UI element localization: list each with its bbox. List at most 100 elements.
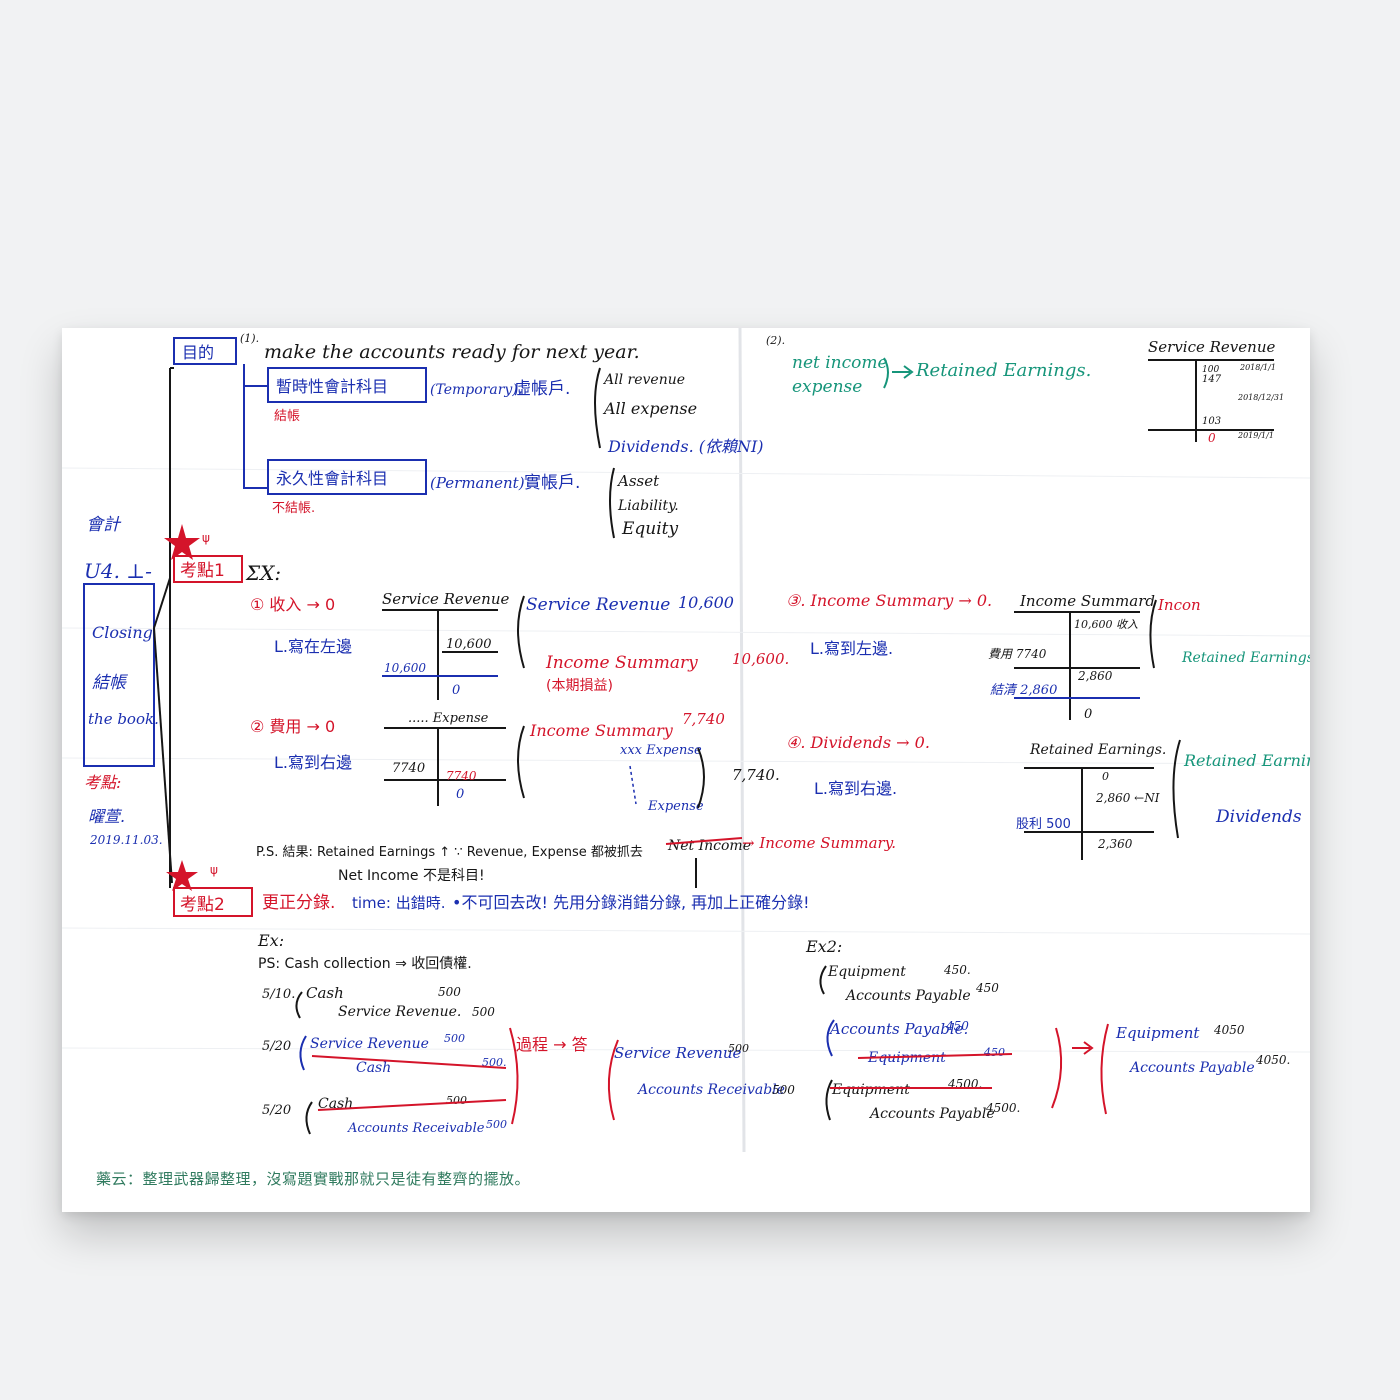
step2-t-title: ..... Expense [408,711,489,726]
sr-entry: 2019/1/1 [1237,431,1274,440]
sr-entry: 2018/12/31 [1237,393,1284,402]
step4-t-value: 2,860 ←NI [1095,791,1160,805]
star-mark: ψ [210,863,218,877]
sr-t-title: Service Revenue [1148,338,1275,356]
star-icon [166,860,198,891]
ex1-e1-credit: Service Revenue. [338,1004,461,1020]
temporary-box [267,367,427,403]
unit-label: U4. ⊥- [84,559,152,583]
star-mark: ψ [202,531,210,545]
step3-t-value: 結清 2,860 [990,683,1057,698]
step3-entry-credit: Retained Earnings [1181,650,1310,666]
step4-entry-debit: Retained Earning [1183,751,1310,770]
step2-sub: L.寫到右邊 [274,753,352,772]
purpose-label: 目的 [182,343,214,362]
purpose-num: (1). [240,332,259,345]
step1-entry-note: (本期損益) [546,678,613,694]
right-top-section: (2). net income expense Retained Earning… [766,334,1284,445]
ex2-e1-credit-amt: 450 [975,981,999,995]
ex2-e1-credit: Accounts Payable [844,988,971,1004]
ex1-e1-credit-amt: 500 [472,1005,495,1019]
step4-t-value: 2,360 [1097,837,1133,851]
temporary-title: 暫時性會計科目 [276,377,388,396]
author: 曜萱. [88,807,125,826]
ex1-e3-credit: Accounts Receivable [347,1121,485,1136]
ex1-e3-debit-amt: 500 [446,1094,467,1107]
ex1-e1-debit-amt: 500 [438,985,461,999]
step4-head: ④. Dividends → 0. [786,733,930,752]
ex2-e1-debit-amt: 450. [943,963,971,977]
kp2-headline: 更正分錄. [262,893,335,913]
notebook-photo: 會計 U4. ⊥- Closing 結帳 the book. 考點: 曜萱. 2… [62,328,1310,1212]
ex2-answer-credit-amt: 4050. [1255,1053,1290,1067]
kp1-label: 考點1 [180,561,225,581]
ex1-d3: 5/20 [262,1103,291,1118]
step2-entry-debit: Income Summary [529,721,674,740]
step1-t-title: Service Revenue [382,590,509,608]
step2-entry-credit: xxx Expense [620,743,702,758]
ex1-answer-credit-amt: 500 [772,1083,795,1097]
ex1-answer-credit: Accounts Receivable [636,1082,785,1098]
ex2-e1-debit: Equipment [827,964,906,980]
step1-entry-credit: Income Summary [545,653,698,673]
handwritten-notes: 會計 U4. ⊥- Closing 結帳 the book. 考點: 曜萱. 2… [62,328,1310,1152]
temporary-note: 結帳 [274,409,300,424]
sr-entry: 2018/1/1 [1239,363,1276,372]
ex1-ps: PS: Cash collection ⇒ 收回債權. [258,956,472,972]
ex1-e3-credit-amt: 500 [486,1118,507,1131]
step2-entry-expense: Expense [647,799,704,814]
step3-entry-debit: Incon [1157,596,1201,614]
step1-entry-debit-amt: 10,600 [678,593,734,612]
permanent-box [267,459,427,495]
temp-item-dividends: Dividends. (依賴NI) [607,437,764,456]
step4-entry-credit: Dividends [1215,807,1302,827]
key-point-2: ψ 考點2 更正分錄. time: 出錯時. •不可回去改! 先用分錄消錯分錄,… [166,860,1290,1136]
flow-target: Retained Earnings. [915,360,1091,381]
ex2-e3-debit: Equipment [831,1082,910,1098]
ex1-e2-credit: Cash [356,1060,391,1076]
ex1-d1: 5/10. [262,987,295,1002]
ex1-e2-credit-amt: 500. [482,1056,507,1069]
closing-box [83,583,155,767]
step2-t-value: 0 [456,787,464,802]
step1-t-value: 0 [452,683,460,698]
closing-line-3: the book. [88,710,159,728]
ps-target: → Income Summary. [742,834,896,852]
temp-item-revenue: All revenue [602,372,685,388]
step3-sub: L.寫到左邊. [810,639,893,658]
ex2-e2-debit-amt: 450 [945,1019,969,1033]
ex1-answer-debit-amt: 500 [728,1042,749,1055]
step4-t-value: 0 [1102,770,1109,783]
step3-t-value: 10,600 收入 [1074,618,1138,631]
flow-expense: expense [792,377,862,397]
ex1-e2-debit: Service Revenue [310,1036,429,1052]
purpose-box [173,337,237,365]
ex1-process: 過程 → 答 [516,1035,588,1054]
purpose-text: make the accounts ready for next year. [264,341,640,363]
key-point-1: ψ 考點1 ΣX: ① 收入 → 0 L.寫在左邊 Service Revenu… [164,524,1310,888]
step3-t-value: 0 [1084,707,1092,722]
sr-entry: 147 [1202,374,1222,385]
step2-t-value: 7740 [446,769,477,783]
ex2-answer-debit: Equipment [1115,1024,1200,1042]
closing-line-2: 結帳 [92,673,129,693]
ex2-answer-debit-amt: 4050 [1213,1023,1245,1037]
purpose-section: 目的 (1). make the accounts ready for next… [173,332,764,539]
ex1-d2: 5/20 [262,1039,291,1054]
kp2-label: 考點2 [180,895,225,915]
step4-t-title: Retained Earnings. [1029,742,1166,758]
temporary-en: (Temporary). [430,382,522,398]
ex2-e3-credit-amt: 4500. [985,1101,1020,1115]
step1-head: ① 收入 → 0 [250,595,335,614]
star-icon [164,524,200,560]
permanent-en: (Permanent) [430,474,525,492]
step2-t-value: 7740 [392,761,425,776]
ps-text: P.S. 結果: Retained Earnings ↑ ∵ Revenue, … [256,845,643,860]
step3-head: ③. Income Summary → 0. [786,591,992,610]
perm-item-asset: Asset [616,472,660,490]
sr-entry: 103 [1202,416,1221,427]
right-num: (2). [766,334,785,347]
faint-lines [62,467,1310,1053]
step2-entry-debit-amt: 7,740 [682,710,725,728]
temporary-type: 虛帳戶. [514,379,570,399]
